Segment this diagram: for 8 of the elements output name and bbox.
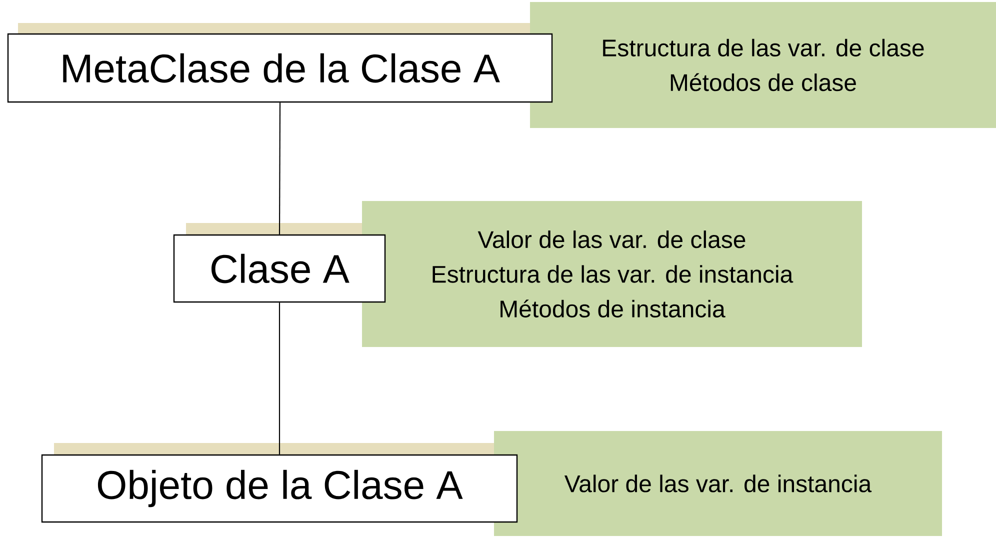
note-box: Valor de las var. de instancia (494, 431, 942, 536)
note-box: Valor de las var. de clase Estructura de las var. de instancia Métodos de instancia (362, 201, 862, 347)
class-box: MetaClase de la Clase A (7, 33, 553, 103)
connector-line (278, 102, 281, 234)
class-box: Clase A (173, 234, 386, 303)
class-box: Objeto de la Clase A (41, 454, 518, 523)
connector-line (278, 302, 280, 454)
note-box: Estructura de las var. de clase Métodos de clase (530, 2, 996, 128)
